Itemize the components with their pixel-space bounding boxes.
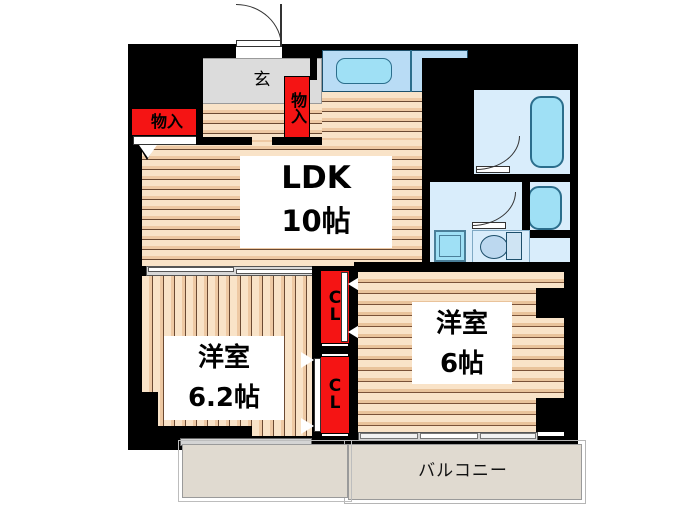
genkan-label: 玄	[253, 70, 271, 91]
ldk-label-line2: 10帖	[240, 200, 392, 244]
washitsu-left-label-box	[164, 336, 284, 420]
bathtub	[530, 96, 564, 168]
storage-left-fold-inner	[139, 145, 157, 158]
washbasin	[528, 186, 562, 230]
closet-lower-fold-icon2	[301, 418, 314, 434]
wall-genkan-right	[310, 58, 317, 80]
washitsu-left-label-line2: 6.2帖	[160, 378, 288, 418]
wall-washroom-divider2	[522, 230, 578, 238]
wall-washroom-divider	[522, 178, 530, 234]
wall-genkan-left	[196, 58, 203, 144]
washitsu-left-size-text: 6.2帖	[187, 382, 261, 413]
closet-lower-fold-icon	[301, 352, 314, 368]
balcony-door-panel-b[interactable]	[420, 433, 478, 439]
room-washitsu-right-floor	[358, 272, 564, 432]
entrance-door-opening	[236, 44, 282, 58]
closet-upper-line1: C	[328, 287, 342, 308]
wall-left	[128, 44, 142, 450]
left-terrace-outline	[178, 440, 352, 502]
closet-upper-line2: L	[329, 305, 341, 325]
entrance-door-swing-arc	[236, 4, 282, 47]
pillar-right-bedroom-lower	[536, 398, 564, 432]
kitchen-counter-divider	[410, 50, 412, 92]
wall-left-bedroom-bottom	[142, 426, 252, 440]
closet-upper-door[interactable]	[341, 272, 348, 342]
storage-right-label: 物入	[284, 76, 310, 140]
ldk-size-text: 10帖	[281, 204, 351, 239]
toilet-tank	[506, 232, 522, 260]
closet-upper-fold-icon	[348, 276, 361, 292]
closet-lower-door[interactable]	[314, 358, 321, 432]
closet-upper-fold-icon2	[348, 324, 361, 340]
pillar-right-bedroom	[536, 288, 564, 318]
closet-lower-line2: L	[329, 393, 341, 413]
washitsu-right-label-line2: 6帖	[412, 344, 512, 384]
wall-corridor-bottom	[272, 137, 322, 145]
balcony-label: バルコニー	[418, 461, 508, 482]
ldk-label-box	[240, 156, 392, 248]
storage-left-label: 物入	[131, 108, 203, 136]
washitsu-right-label-line1: 洋室	[435, 308, 488, 339]
wall-mid-horizontal-right	[354, 262, 578, 272]
ldk-label-line1: LDK	[281, 160, 351, 197]
closet-lower: C L	[320, 356, 350, 434]
sliding-door-panel-left-a[interactable]	[148, 267, 234, 272]
wall-closet-mid	[312, 346, 358, 354]
balcony-area	[348, 444, 582, 500]
toilet-bowl	[480, 235, 508, 259]
washing-machine-inner	[439, 235, 461, 257]
closet-lower-line1: C	[328, 375, 342, 396]
washitsu-right-size-text: 6帖	[439, 348, 485, 379]
sliding-door-panel-left-b[interactable]	[236, 269, 318, 274]
left-terrace-strip	[182, 444, 348, 498]
washitsu-left-label-line1: 洋室	[197, 342, 250, 373]
kitchen-sink	[336, 58, 392, 84]
balcony-door-panel-c[interactable]	[480, 433, 536, 439]
entrance-door-hinge	[280, 4, 282, 47]
pillar-left-bedroom	[132, 392, 158, 426]
washitsu-right-label-box	[412, 302, 512, 384]
storage-left-door	[133, 136, 203, 145]
balcony-door-panel-a[interactable]	[360, 433, 418, 439]
wall-genkan-bottom	[196, 137, 252, 145]
